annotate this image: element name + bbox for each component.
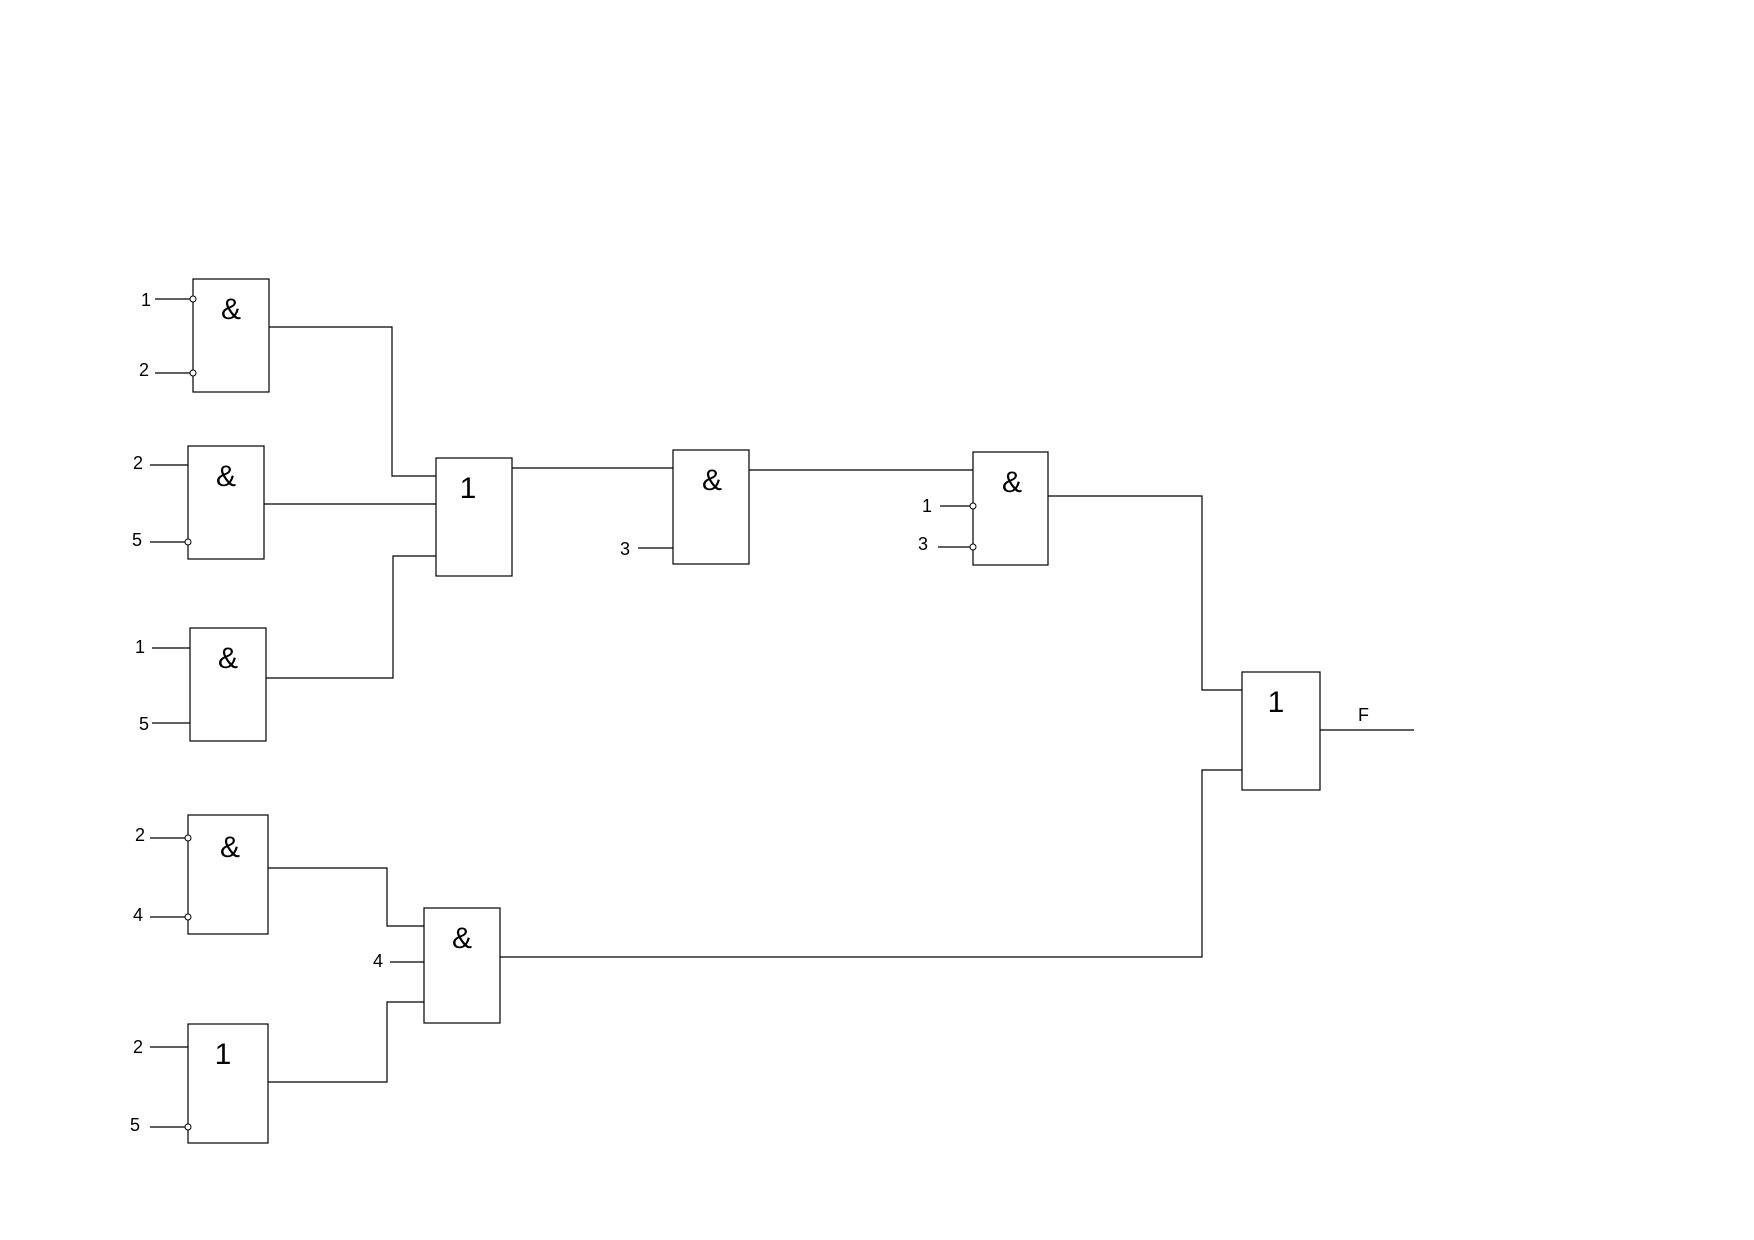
output-label: F (1358, 705, 1369, 725)
pin-label: 5 (139, 714, 149, 734)
input-pin: 2 (135, 825, 192, 845)
and-gate: & (972, 451, 1049, 566)
gate-box (423, 907, 501, 1024)
wire-g9-to-g10 (500, 769, 1242, 958)
pin-label: 2 (133, 453, 143, 473)
gate-symbol: & (218, 642, 238, 675)
gate-box (187, 445, 265, 560)
pin-label: 3 (918, 534, 928, 554)
pin-label: 1 (141, 290, 151, 310)
gate-box (189, 627, 267, 742)
pin-label: 5 (132, 530, 142, 550)
inversion-bubble (189, 295, 197, 303)
input-pins: 1 2 2 5 1 5 3 (130, 290, 977, 1135)
input-pin: 1 (135, 637, 190, 657)
gate-box (192, 278, 270, 393)
inversion-bubble (189, 369, 197, 377)
pin-label: 1 (135, 637, 145, 657)
or-gate: 1 (1241, 671, 1321, 791)
inversion-bubble (969, 543, 977, 551)
inversion-bubble (184, 1123, 192, 1131)
and-gate: & (187, 814, 269, 935)
gate-box (1241, 671, 1321, 791)
and-gate: & (189, 627, 267, 742)
gate-symbol: & (221, 293, 241, 326)
wire-g7-to-g9 (268, 867, 424, 927)
gate-box (672, 449, 750, 565)
and-gate: & (423, 907, 501, 1024)
gate-symbol: 1 (460, 472, 477, 505)
wire-g8-to-g9 (268, 1001, 424, 1083)
input-pin: 2 (133, 1037, 188, 1057)
gate-box (187, 814, 269, 935)
and-gate: & (672, 449, 750, 565)
input-pin: 5 (132, 530, 192, 550)
inversion-bubble (969, 502, 977, 510)
gate-symbol: & (216, 460, 236, 493)
input-pin: 5 (139, 714, 190, 734)
input-pin: 2 (139, 360, 197, 380)
input-pin: 1 (922, 496, 977, 516)
and-gate: & (192, 278, 270, 393)
input-pin: 2 (133, 453, 188, 473)
input-pin: 3 (620, 539, 673, 559)
input-pin: 4 (373, 951, 424, 971)
gate-symbol: & (702, 464, 722, 497)
gate-symbol: & (1002, 466, 1022, 499)
pin-label: 4 (373, 951, 383, 971)
and-gate: & (187, 445, 265, 560)
inversion-bubble (184, 913, 192, 921)
gate-symbol: 1 (215, 1038, 232, 1071)
inversion-bubble (184, 538, 192, 546)
input-pin: 3 (918, 534, 977, 554)
or-gate: 1 (435, 457, 513, 577)
input-pin: 1 (141, 290, 197, 310)
gate-box (972, 451, 1049, 566)
gate-symbol: 1 (1268, 686, 1285, 719)
gate-symbol: & (452, 922, 472, 955)
wire-g3-to-g4 (266, 555, 436, 679)
pin-label: 2 (139, 360, 149, 380)
gate-symbol: & (220, 831, 240, 864)
input-pin: 4 (133, 905, 192, 925)
pin-label: 3 (620, 539, 630, 559)
pin-label: 4 (133, 905, 143, 925)
wires (264, 326, 1414, 1083)
gate-box (187, 1023, 269, 1144)
input-pin: 5 (130, 1115, 192, 1135)
pin-label: 5 (130, 1115, 140, 1135)
wire-g1-to-g4 (269, 326, 436, 477)
pin-label: 1 (922, 496, 932, 516)
or-gate: 1 (187, 1023, 269, 1144)
wire-g6-to-g10 (1048, 495, 1242, 691)
gate-box (435, 457, 513, 577)
inversion-bubble (184, 834, 192, 842)
pin-label: 2 (135, 825, 145, 845)
pin-label: 2 (133, 1037, 143, 1057)
